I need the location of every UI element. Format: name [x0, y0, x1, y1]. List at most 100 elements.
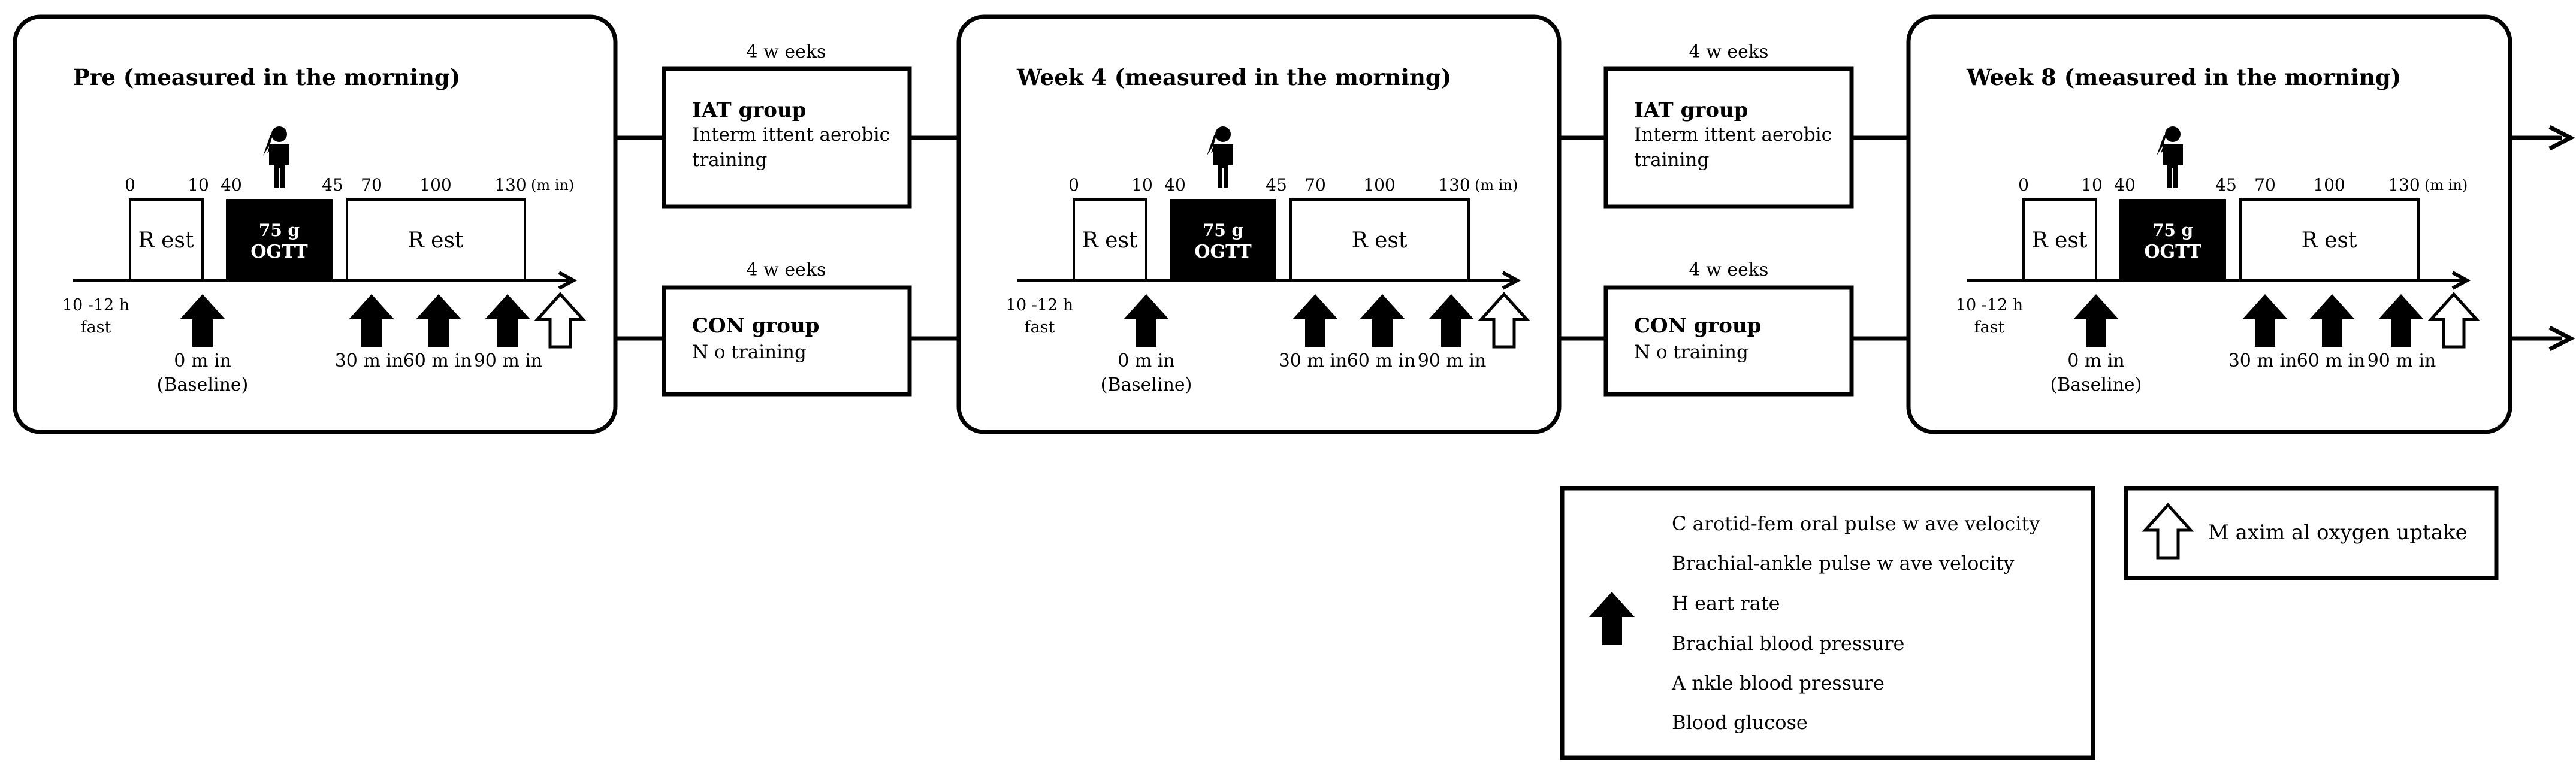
legend-item: C arotid-fem oral pulse w ave velocity [1672, 512, 2040, 535]
time-30-label: 30 m in [2228, 350, 2297, 371]
legend-item: H eart rate [1672, 592, 1780, 615]
time-unit: (m in) [531, 177, 574, 193]
tick-label: 40 [2114, 175, 2136, 195]
continuation-arrowheads [2548, 125, 2575, 352]
con-group-name: CON group [692, 314, 819, 338]
connector-lines [615, 135, 2562, 341]
timeline: 0 10 40 45 70 100 130 (m in) R est 75 g … [1956, 126, 2477, 395]
tick-label: 130 [1438, 175, 1470, 195]
tick-label: 130 [2388, 175, 2420, 195]
con-group-box [662, 285, 912, 397]
ogtt-dose: 75 g [1203, 220, 1243, 240]
tick-label: 40 [221, 175, 242, 195]
ogtt-box [2119, 199, 2226, 280]
legend-filled-arrow: C arotid-fem oral pulse w ave velocity B… [1560, 486, 2095, 760]
rest-box [2022, 198, 2097, 282]
timeline: 0 10 40 45 70 100 130 (m in) R est 75 g … [1006, 126, 1527, 395]
tick-label: 0 [2018, 175, 2029, 195]
legend-box [2124, 486, 2499, 580]
phase-title: Week 4 (measured in the morning) [1016, 64, 1451, 90]
con-duration: 4 w eeks [747, 259, 826, 280]
iat-group-name: IAT group [1634, 98, 1748, 122]
tick-label: 70 [1304, 175, 1326, 195]
tick-label: 10 [188, 175, 209, 195]
phase-panel-week8: Week 8 (measured in the morning) 0 10 40… [1906, 14, 2512, 434]
time-axis-arrowhead [558, 271, 578, 290]
legend-item: Blood glucose [1672, 711, 1808, 734]
tick-label: 10 [2081, 175, 2103, 195]
phase-panel-pre: Pre (measured in the morning) 0 10 40 45… [13, 14, 618, 434]
fast-duration: 10 -12 h [1006, 296, 1073, 315]
ogtt-label: OGTT [1194, 241, 1252, 262]
time-60-label: 60 m in [1347, 350, 1416, 371]
tick-label: 100 [2313, 175, 2345, 195]
con-duration: 4 w eeks [1689, 259, 1769, 280]
tick-label: 45 [322, 175, 343, 195]
iat-group-desc-line1: Interm ittent aerobic [1634, 124, 1832, 146]
time-axis-arrowhead [2451, 271, 2471, 290]
tick-label: 130 [494, 175, 526, 195]
time-unit: (m in) [2424, 177, 2468, 193]
tick-label: 45 [1266, 175, 1287, 195]
legend-item: Brachial blood pressure [1672, 632, 1904, 655]
tick-label: 0 [1068, 175, 1079, 195]
baseline-label: (Baseline) [1101, 374, 1192, 395]
ogtt-label: OGTT [250, 241, 308, 262]
time-90-label: 90 m in [1418, 350, 1487, 371]
rest-box [129, 198, 204, 282]
legend-item: Brachial-ankle pulse w ave velocity [1672, 552, 2015, 575]
ogtt-dose: 75 g [259, 220, 300, 240]
baseline-label: (Baseline) [2050, 374, 2142, 395]
fast-duration: 10 -12 h [1956, 296, 2023, 315]
iat-duration: 4 w eeks [747, 41, 826, 62]
con-group-name: CON group [1634, 314, 1761, 338]
fast-duration: 10 -12 h [62, 296, 129, 315]
fast-label: fast [81, 318, 111, 337]
tick-label: 40 [1164, 175, 1186, 195]
time-90-label: 90 m in [2367, 350, 2436, 371]
tick-label: 100 [419, 175, 451, 195]
phase-title: Week 8 (measured in the morning) [1966, 64, 2401, 90]
time-axis-arrowhead [1502, 271, 1521, 290]
time-unit: (m in) [1475, 177, 1518, 193]
tick-label: 10 [1131, 175, 1153, 195]
rest-label: R est [2032, 228, 2088, 253]
iat-group-box [1603, 66, 1854, 209]
rest-box [1289, 198, 1470, 282]
phase-title: Pre (measured in the morning) [73, 64, 460, 90]
rest-label: R est [2302, 228, 2357, 253]
baseline-time: 0 m in [1118, 350, 1175, 371]
tick-label: 70 [2254, 175, 2276, 195]
baseline-label: (Baseline) [157, 374, 249, 395]
rest-label: R est [1352, 228, 1408, 253]
timeline: 0 10 40 45 70 100 130 (m in) R est 75 g … [62, 126, 583, 395]
group-block-1: 4 w eeks IAT group Interm ittent aerobic… [662, 41, 912, 397]
fast-label: fast [1025, 318, 1055, 337]
legend-box [1560, 486, 2095, 760]
legend-item: M axim al oxygen uptake [2208, 521, 2468, 545]
legend-item: A nkle blood pressure [1671, 672, 1885, 694]
fast-label: fast [1974, 318, 2005, 337]
iat-group-desc-line2: training [692, 149, 767, 171]
legend-hollow-arrow: M axim al oxygen uptake [2124, 486, 2499, 580]
iat-group-desc-line1: Interm ittent aerobic [692, 124, 890, 146]
ogtt-box [226, 199, 333, 280]
time-30-label: 30 m in [335, 350, 404, 371]
tick-label: 45 [2215, 175, 2237, 195]
iat-group-name: IAT group [692, 98, 806, 122]
rest-label: R est [408, 228, 464, 253]
rest-box [1073, 198, 1147, 282]
rest-box [2239, 198, 2420, 282]
iat-group-desc-line2: training [1634, 149, 1709, 171]
con-group-desc: N o training [1634, 341, 1748, 363]
iat-group-box [662, 66, 912, 209]
baseline-time: 0 m in [174, 350, 231, 371]
baseline-time: 0 m in [2067, 350, 2125, 371]
ogtt-dose: 75 g [2152, 220, 2193, 240]
tick-label: 100 [1363, 175, 1395, 195]
time-30-label: 30 m in [1279, 350, 1348, 371]
tick-label: 0 [125, 175, 135, 195]
time-60-label: 60 m in [403, 350, 472, 371]
ogtt-box [1170, 199, 1276, 280]
